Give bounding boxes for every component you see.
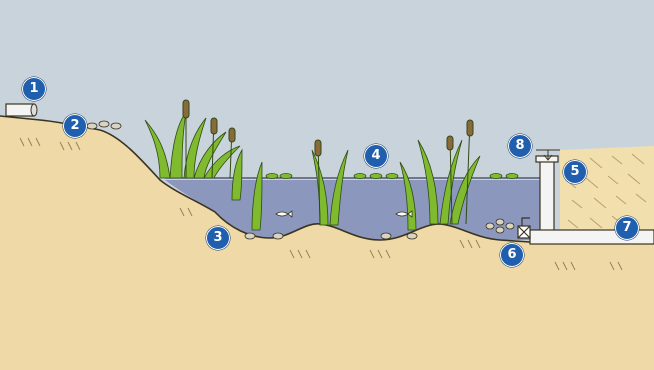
marker-8: 8 (508, 134, 532, 158)
marker-6: 6 (500, 243, 524, 267)
marker-1: 1 (22, 77, 46, 101)
inlet-pipe (6, 104, 37, 116)
marker-2: 2 (63, 114, 87, 138)
marker-7: 7 (615, 216, 639, 240)
marker-5: 5 (563, 160, 587, 184)
marker-3: 3 (206, 226, 230, 250)
marker-4: 4 (364, 144, 388, 168)
